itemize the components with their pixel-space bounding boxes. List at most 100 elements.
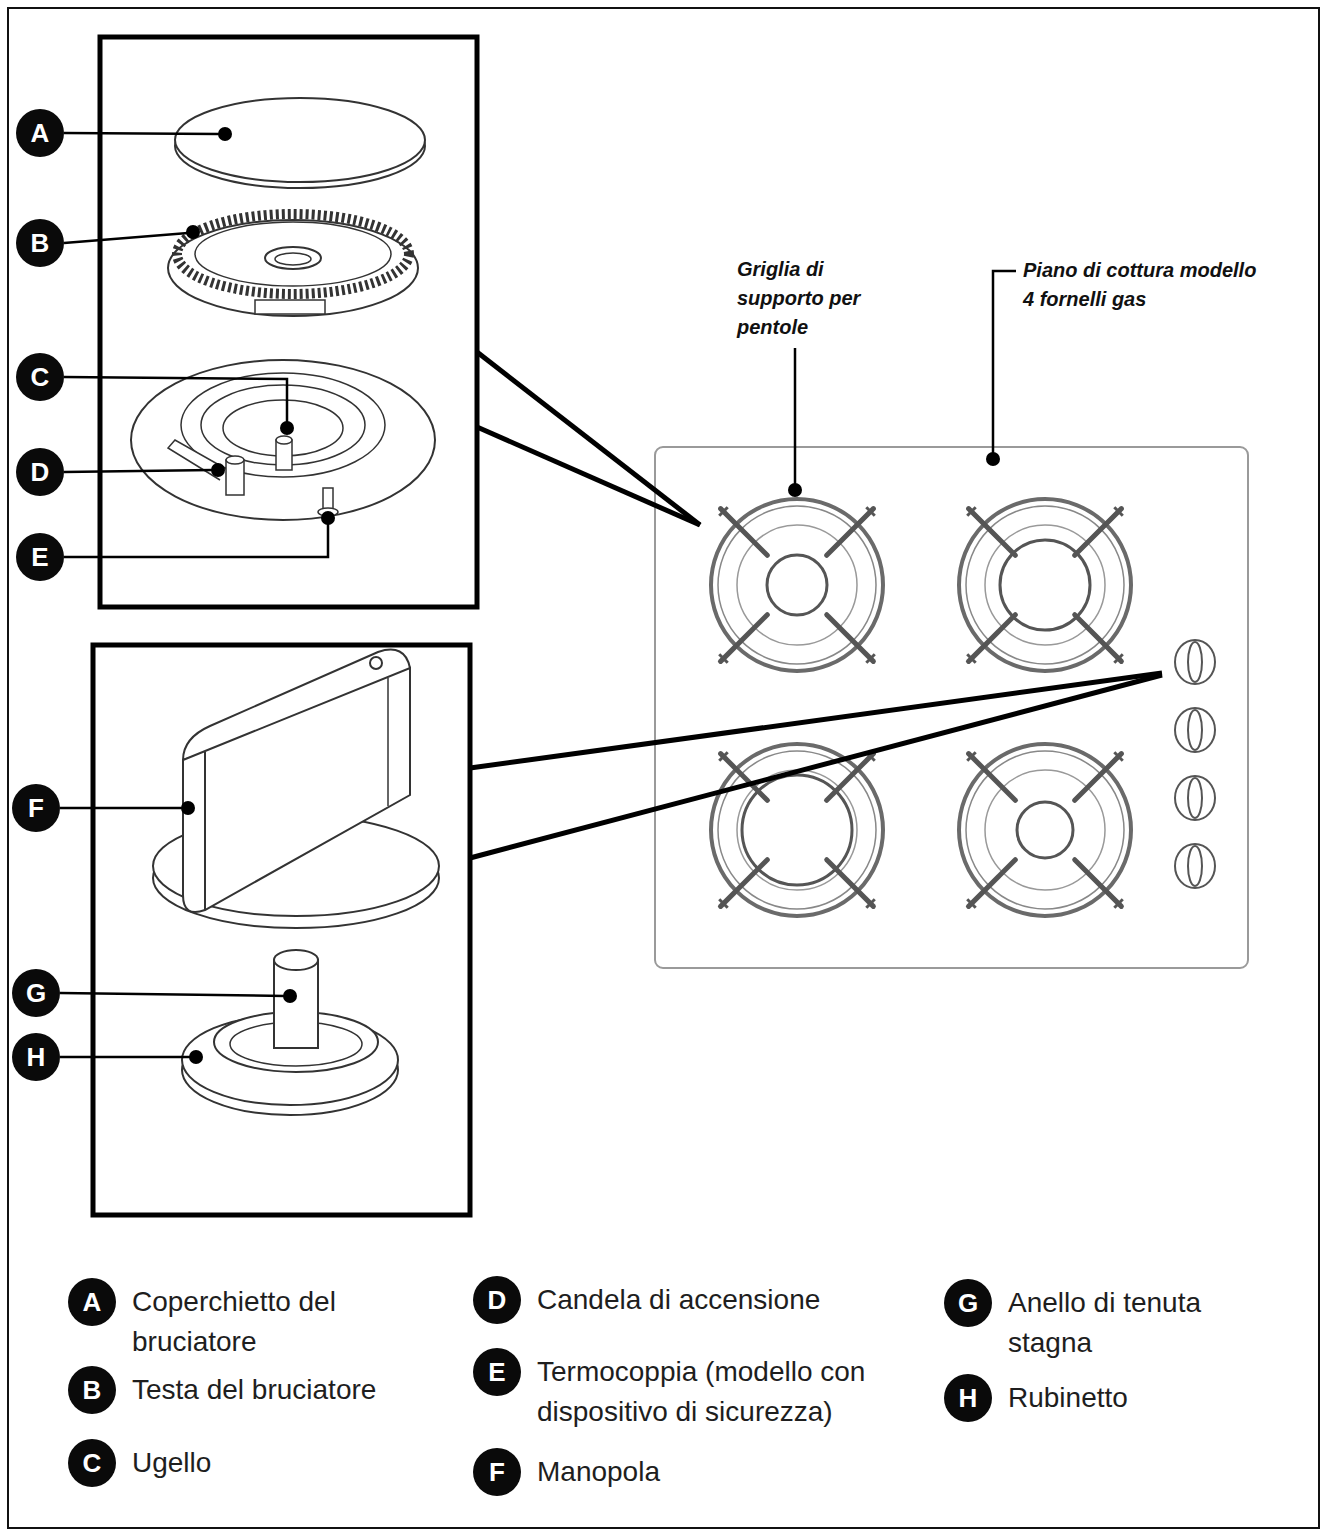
burner-ring [966, 506, 1124, 664]
grate-arm [827, 509, 874, 556]
burner [959, 499, 1131, 671]
part-label: Griglia di supporto per pentole [737, 255, 877, 342]
knob-marker [370, 657, 382, 669]
zoom-line [470, 675, 1162, 858]
knob-grip [1188, 778, 1202, 818]
tap-shaft [274, 960, 318, 1048]
knob-icon [1175, 708, 1215, 752]
legend-item: CUgello [68, 1439, 116, 1487]
tap-shaft-top [274, 950, 318, 970]
knob-grip [1188, 642, 1202, 682]
legend-item: ACoperchietto del bruciatore [68, 1278, 116, 1326]
callout-circle: D [16, 448, 64, 496]
burner-cap [175, 98, 425, 182]
leader-dot [218, 127, 232, 141]
legend-text: Ugello [132, 1443, 352, 1483]
leader-line [60, 1056, 191, 1059]
leader-dot [189, 1050, 203, 1064]
knob-edge [204, 752, 206, 910]
grate-foot [967, 654, 975, 662]
legend-item: DCandela di accensione [473, 1276, 521, 1324]
legend-item: HRubinetto [944, 1374, 992, 1422]
leader-line [64, 470, 213, 472]
nozzle-top [276, 436, 292, 444]
grate-foot [719, 752, 727, 760]
legend-item: ETermocoppia (modello con dispositivo di… [473, 1348, 521, 1396]
head-notch [255, 300, 325, 314]
knob-edge [387, 678, 389, 806]
grate-arm [969, 615, 1016, 662]
burner-ring [711, 499, 883, 671]
callout-circle: C [16, 353, 64, 401]
leader-line [64, 233, 188, 243]
head-top [195, 222, 391, 286]
grate-arm [1075, 860, 1122, 907]
leader-line [794, 348, 797, 485]
grate-arm [1075, 509, 1122, 556]
knob-body [183, 668, 410, 912]
legend-text: Coperchietto del bruciatore [132, 1282, 402, 1362]
cooktop-outline [655, 447, 1248, 968]
head-teeth [177, 214, 409, 294]
grate-arm [969, 860, 1016, 907]
grate-arm [721, 509, 768, 556]
callout-letter: A [31, 120, 50, 146]
head-base [168, 220, 418, 316]
grate-foot [866, 654, 874, 662]
legend-item: BTesta del bruciatore [68, 1366, 116, 1414]
grate-arm [1075, 615, 1122, 662]
callout-letter: A [83, 1289, 102, 1315]
leader-line [64, 377, 287, 423]
grate-foot [719, 899, 727, 907]
legend-text: Manopola [537, 1452, 777, 1492]
page-frame [8, 8, 1319, 1528]
callout-letter: H [27, 1044, 46, 1070]
spark-plug [226, 460, 244, 495]
callout-letter: C [31, 364, 50, 390]
knob-exploded [153, 650, 439, 1115]
grate-arm [969, 754, 1016, 801]
leader-dot [181, 801, 195, 815]
zoom-line [477, 427, 700, 525]
ignition-wire [168, 440, 228, 480]
callout-letter: G [958, 1290, 978, 1316]
callout-circle: G [12, 969, 60, 1017]
burner-base [131, 360, 435, 520]
leader-dot [788, 483, 802, 497]
grate-foot [1114, 752, 1122, 760]
grate-arm [721, 754, 768, 801]
leader-dot [186, 225, 200, 239]
callout-circle: H [12, 1033, 60, 1081]
leader-line [64, 133, 219, 134]
knob-icon [1175, 776, 1215, 820]
callout-letter: D [31, 459, 50, 485]
grate-arm [721, 615, 768, 662]
grate-arm [827, 615, 874, 662]
head-hole [265, 247, 321, 269]
leader-line [64, 524, 328, 557]
leader-dot [321, 511, 335, 525]
grate-foot [1114, 507, 1122, 515]
callout-circle: E [16, 533, 64, 581]
callout-letter: E [488, 1359, 505, 1385]
burner [711, 499, 883, 671]
burner-ring [718, 506, 876, 664]
callout-letter: F [489, 1459, 505, 1485]
legend-text: Anello di tenuta stagna [1008, 1283, 1258, 1363]
callout-circle: F [12, 784, 60, 832]
leader-dot [283, 989, 297, 1003]
burner-ring [1017, 802, 1073, 858]
callout-circle: B [16, 219, 64, 267]
zoom-line [477, 352, 700, 525]
leader-line [993, 271, 1016, 453]
knob-outline [1175, 640, 1215, 684]
legend-item: FManopola [473, 1448, 521, 1496]
callout-letter: C [83, 1450, 102, 1476]
inset-frame [100, 37, 477, 607]
grate-foot [719, 507, 727, 515]
knob-grip [1188, 710, 1202, 750]
grate-foot [1114, 899, 1122, 907]
spark-plug-top [226, 456, 244, 464]
leader-dot [986, 452, 1000, 466]
grate-foot [967, 507, 975, 515]
